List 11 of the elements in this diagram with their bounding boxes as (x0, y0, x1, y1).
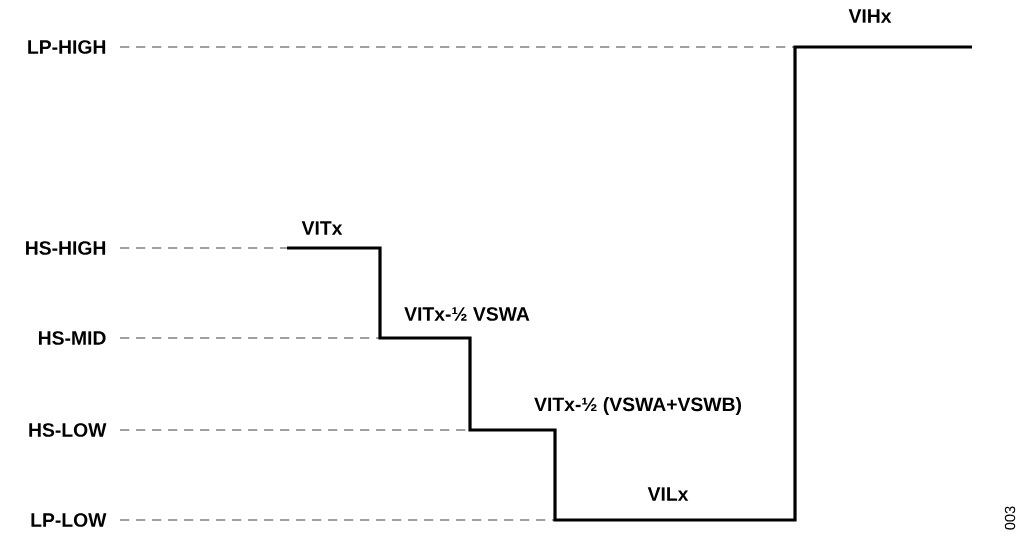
level-label: HS-MID (38, 331, 106, 345)
voltage-label: VITx-½ VSWA (404, 307, 530, 321)
voltage-label: VILx (647, 487, 689, 501)
voltage-label: VITx (301, 221, 343, 235)
figure-number: 003 (1004, 506, 1016, 530)
voltage-label: VIHx (848, 9, 892, 23)
level-label: HS-HIGH (26, 241, 106, 255)
voltage-label: VITx-½ (VSWA+VSWB) (534, 397, 741, 415)
level-label: HS-LOW (29, 423, 107, 437)
level-label: LP-LOW (31, 513, 107, 527)
level-label: LP-HIGH (28, 40, 106, 54)
